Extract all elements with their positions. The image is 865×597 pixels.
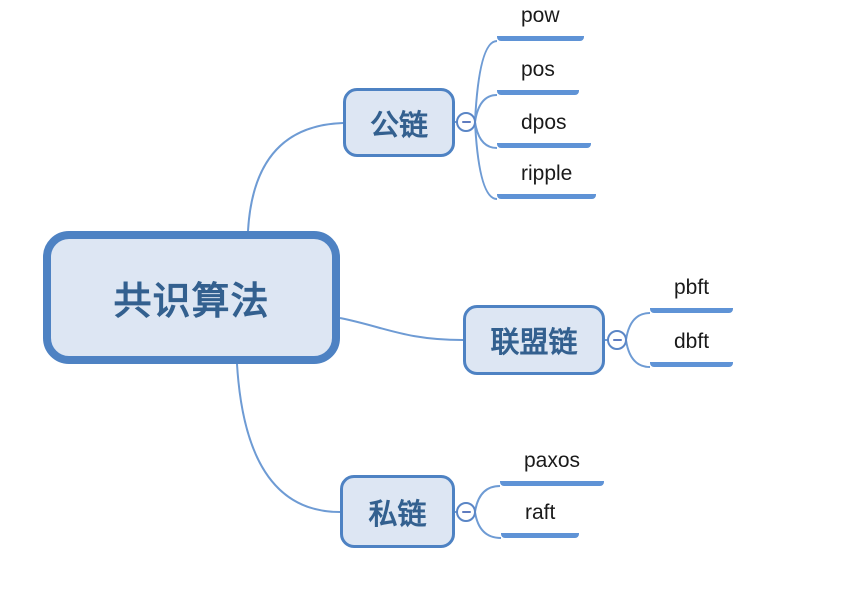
leaf-node-pos[interactable]: pos [497,57,579,95]
minus-icon [461,120,471,124]
minus-icon [612,338,622,342]
leaf-node-dbft[interactable]: dbft [650,329,734,367]
connector-public-dpos [474,121,498,149]
root-node-label: 共识算法 [113,281,270,323]
connector-private-raft [474,511,502,539]
leaf-node-raft[interactable]: raft [501,500,580,538]
connector-root-alliance [339,317,464,341]
connector-public-pow [474,40,498,123]
connector-private-paxos [474,485,501,513]
minus-icon [461,510,471,514]
connector-alliance-dbft [625,339,651,368]
collapse-button-public-chain[interactable] [456,112,476,132]
branch-node-label: 联盟链 [490,327,578,359]
leaf-node-pbft[interactable]: pbft [650,275,734,313]
branch-node-label: 私链 [368,498,427,531]
collapse-button-private-chain[interactable] [456,502,476,522]
connector-public-ripple [474,121,498,200]
root-node-consensus-algorithm[interactable]: 共识算法 [43,231,340,364]
connector-public-pos [474,94,498,123]
connector-root-public [247,122,344,232]
leaf-node-pow[interactable]: pow [497,3,584,41]
leaf-node-ripple[interactable]: ripple [497,161,597,199]
branch-node-consortium-chain[interactable]: 联盟链 [463,305,605,375]
branch-node-public-chain[interactable]: 公链 [343,88,455,157]
branch-node-private-chain[interactable]: 私链 [340,475,455,548]
collapse-button-consortium-chain[interactable] [607,330,627,350]
connector-root-private [236,363,341,513]
leaf-node-dpos[interactable]: dpos [497,110,591,148]
leaf-node-paxos[interactable]: paxos [500,448,605,486]
branch-node-label: 公链 [369,109,428,142]
connector-alliance-pbft [625,312,651,341]
